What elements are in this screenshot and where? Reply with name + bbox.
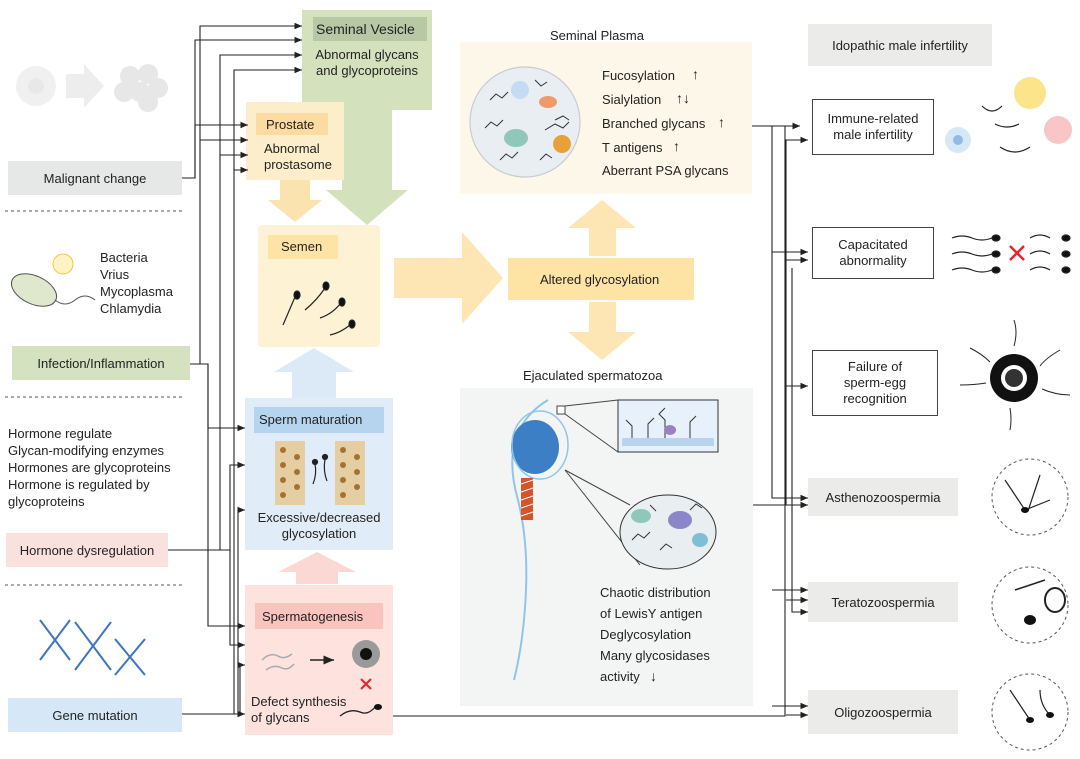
glycosidase-down-icon: ↓ bbox=[650, 668, 657, 684]
altered-up-arrow bbox=[568, 200, 636, 256]
gene-mutation-label: Gene mutation bbox=[52, 707, 138, 723]
egg-illustration bbox=[959, 319, 1071, 431]
infection-label: Infection/Inflammation bbox=[37, 355, 165, 371]
maturation-text-0: Excessive/decreased bbox=[257, 510, 381, 525]
hormone-list-3: Hormone is regulated by bbox=[8, 477, 150, 492]
infection-list-3: Chlamydia bbox=[100, 301, 162, 316]
sperm-text-2: Deglycosylation bbox=[600, 627, 692, 642]
gene-mutation-box: Gene mutation bbox=[8, 698, 182, 732]
capacitated-line-1: abnormality bbox=[839, 253, 907, 268]
infection-box: Infection/Inflammation bbox=[12, 346, 190, 380]
spermatogenesis-title: Spermatogenesis bbox=[262, 609, 364, 624]
plasma-item-4: Aberrant PSA glycans bbox=[602, 163, 729, 178]
failure-line-2: recognition bbox=[843, 391, 907, 406]
failure-line-0: Failure of bbox=[847, 359, 903, 374]
sperm-text-1: of LewisY antigen bbox=[600, 606, 703, 621]
astheno-box: Asthenozoospermia bbox=[808, 478, 958, 516]
oligo-circle bbox=[991, 673, 1069, 751]
prostate-panel bbox=[246, 102, 344, 222]
sperm-text-3: Many glycosidases bbox=[600, 648, 710, 663]
capacitated-line-0: Capacitated bbox=[838, 237, 908, 252]
maturation-text-1: glycosylation bbox=[281, 526, 357, 541]
plasma-illustration bbox=[469, 66, 581, 178]
spermatogenesis-text-1: of glycans bbox=[251, 710, 310, 725]
astheno-circle bbox=[991, 458, 1069, 536]
seminal-plasma-title: Seminal Plasma bbox=[550, 28, 644, 43]
bacteria-icon bbox=[10, 253, 96, 307]
fucosylation-up-icon: ↑ bbox=[692, 66, 699, 82]
terato-circle bbox=[991, 566, 1069, 644]
idiopathic-label: Idopathic male infertility bbox=[832, 37, 968, 53]
seminal-vesicle-panel bbox=[302, 10, 432, 225]
spermatogenesis-panel bbox=[245, 585, 393, 735]
sperm-text-0: Chaotic distribution bbox=[600, 585, 711, 600]
altered-down-arrow bbox=[568, 302, 636, 360]
dna-icon bbox=[39, 619, 146, 676]
capacitated-sperm-illustration bbox=[951, 234, 1071, 274]
oligo-box: Oligozoospermia bbox=[808, 690, 958, 734]
malignant-change-box: Malignant change bbox=[8, 161, 182, 195]
immune-line-1: male infertility bbox=[833, 127, 913, 142]
capacitated-box: Capacitated abnormality bbox=[812, 227, 934, 279]
infection-list-2: Mycoplasma bbox=[100, 284, 173, 299]
plasma-item-2: Branched glycans bbox=[602, 116, 706, 131]
failure-line-1: sperm-egg bbox=[843, 375, 907, 390]
sperm-text-4: activity bbox=[600, 669, 640, 684]
semen-sperm-illustration bbox=[282, 281, 356, 336]
infection-list-0: Bacteria bbox=[100, 250, 148, 265]
hormone-list-4: glycoproteins bbox=[8, 494, 85, 509]
hormone-label: Hormone dysregulation bbox=[19, 542, 155, 558]
prostate-text-1: prostasome bbox=[264, 157, 332, 172]
sperm-maturation-title: Sperm maturation bbox=[259, 412, 363, 427]
plasma-item-3: T antigens bbox=[602, 140, 663, 155]
sperm-maturation-panel bbox=[245, 398, 393, 550]
semen-to-altered-arrow bbox=[394, 232, 503, 324]
immune-box: Immune-related male infertility bbox=[812, 99, 934, 155]
sv-text-0: Abnormal glycans bbox=[315, 47, 419, 62]
maturation-to-semen-arrow bbox=[274, 348, 354, 400]
connector-lines bbox=[168, 22, 808, 719]
branched-up-icon: ↑ bbox=[718, 114, 725, 130]
astheno-label: Asthenozoospermia bbox=[825, 489, 941, 505]
failure-box: Failure of sperm-egg recognition bbox=[812, 350, 938, 416]
spermatogenesis-text-0: Defect synthesis bbox=[251, 694, 347, 709]
semen-title: Semen bbox=[281, 239, 323, 254]
hormone-box: Hormone dysregulation bbox=[6, 533, 168, 567]
sialylation-updown-icon: ↑↓ bbox=[676, 90, 690, 106]
ejaculated-title: Ejaculated spermatozoa bbox=[523, 368, 663, 383]
oligo-label: Oligozoospermia bbox=[834, 704, 932, 720]
immune-cells-illustration bbox=[945, 77, 1072, 153]
seminal-vesicle-title: Seminal Vesicle bbox=[316, 21, 415, 37]
hormone-list-2: Hormones are glycoproteins bbox=[8, 460, 171, 475]
prostate-text-0: Abnormal bbox=[264, 141, 320, 156]
prostate-title: Prostate bbox=[266, 117, 315, 132]
sv-text-1: and glycoproteins bbox=[316, 63, 418, 78]
infection-list-1: Vrius bbox=[100, 267, 130, 282]
separators bbox=[5, 210, 185, 586]
plasma-item-0: Fucosylation bbox=[602, 68, 675, 83]
plasma-item-1: Sialylation bbox=[602, 92, 662, 107]
sperm-illustration bbox=[511, 399, 719, 681]
hormone-list-0: Hormone regulate bbox=[8, 426, 113, 441]
cell-division-icon bbox=[16, 64, 168, 112]
idiopathic-box: Idopathic male infertility bbox=[808, 24, 992, 66]
malignant-change-label: Malignant change bbox=[43, 170, 147, 186]
semen-panel bbox=[258, 225, 380, 347]
spermatogenesis-to-maturation-arrow bbox=[278, 552, 356, 584]
immune-line-0: Immune-related bbox=[827, 111, 919, 126]
terato-box: Teratozoospermia bbox=[808, 582, 958, 622]
altered-glycosylation-panel bbox=[508, 258, 694, 300]
tantigens-up-icon: ↑ bbox=[673, 138, 680, 154]
hormone-list-1: Glycan-modifying enzymes bbox=[8, 443, 165, 458]
terato-label: Teratozoospermia bbox=[831, 594, 935, 610]
altered-glycosylation-label: Altered glycosylation bbox=[540, 272, 660, 287]
